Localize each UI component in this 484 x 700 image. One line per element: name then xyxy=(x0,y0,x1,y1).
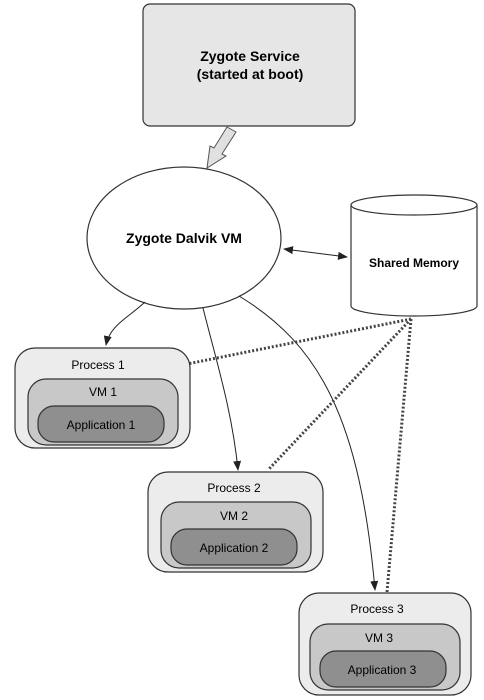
zygote-service-subtitle: (started at boot) xyxy=(197,66,304,82)
shared-link-process3 xyxy=(385,318,413,593)
process-2-app xyxy=(170,528,298,566)
process-2-label: Process 2 xyxy=(207,481,261,495)
zygote-service-rect xyxy=(142,3,356,127)
process-2: Process 2 VM 2 Application 2 xyxy=(147,471,324,573)
shared-memory-top xyxy=(350,194,478,216)
shared-memory-cylinder: Shared Memory xyxy=(350,194,478,317)
zygote-vm-label: Zygote Dalvik VM xyxy=(126,230,242,246)
process-2-app-label: Application 2 xyxy=(200,541,269,555)
process-3: Process 3 VM 3 Application 3 xyxy=(298,592,472,696)
zygote-vm-ellipse xyxy=(86,166,282,310)
zygote-vm-node: Zygote Dalvik VM xyxy=(86,166,282,310)
service-to-vm-arrow xyxy=(206,126,237,169)
process-2-vm-label: VM 2 xyxy=(220,509,248,523)
vm-to-process2-arrow xyxy=(202,307,242,471)
shared-memory-links xyxy=(181,317,413,593)
vm-to-process1-arrow xyxy=(103,301,146,346)
process-3-label: Process 3 xyxy=(350,602,404,616)
process-1-app-label: Application 1 xyxy=(67,418,136,432)
process-1-label: Process 1 xyxy=(71,358,125,372)
process-1-vm-label: VM 1 xyxy=(89,385,117,399)
shared-link-process2 xyxy=(266,317,413,472)
process-1-app xyxy=(37,405,165,443)
zygote-service-title: Zygote Service xyxy=(200,48,300,64)
vm-shared-memory-arrow xyxy=(283,246,348,260)
process-3-app-label: Application 3 xyxy=(348,663,417,677)
process-3-app xyxy=(319,650,447,688)
process-1: Process 1 VM 1 Application 1 xyxy=(14,347,191,449)
shared-memory-body xyxy=(350,205,478,317)
process-3-vm-label: VM 3 xyxy=(365,631,393,645)
vm-to-process3-arrow xyxy=(238,295,379,591)
shared-memory-label: Shared Memory xyxy=(369,256,459,270)
zygote-service-box: Zygote Service (started at boot) xyxy=(142,3,356,127)
shared-link-process1 xyxy=(181,317,412,367)
